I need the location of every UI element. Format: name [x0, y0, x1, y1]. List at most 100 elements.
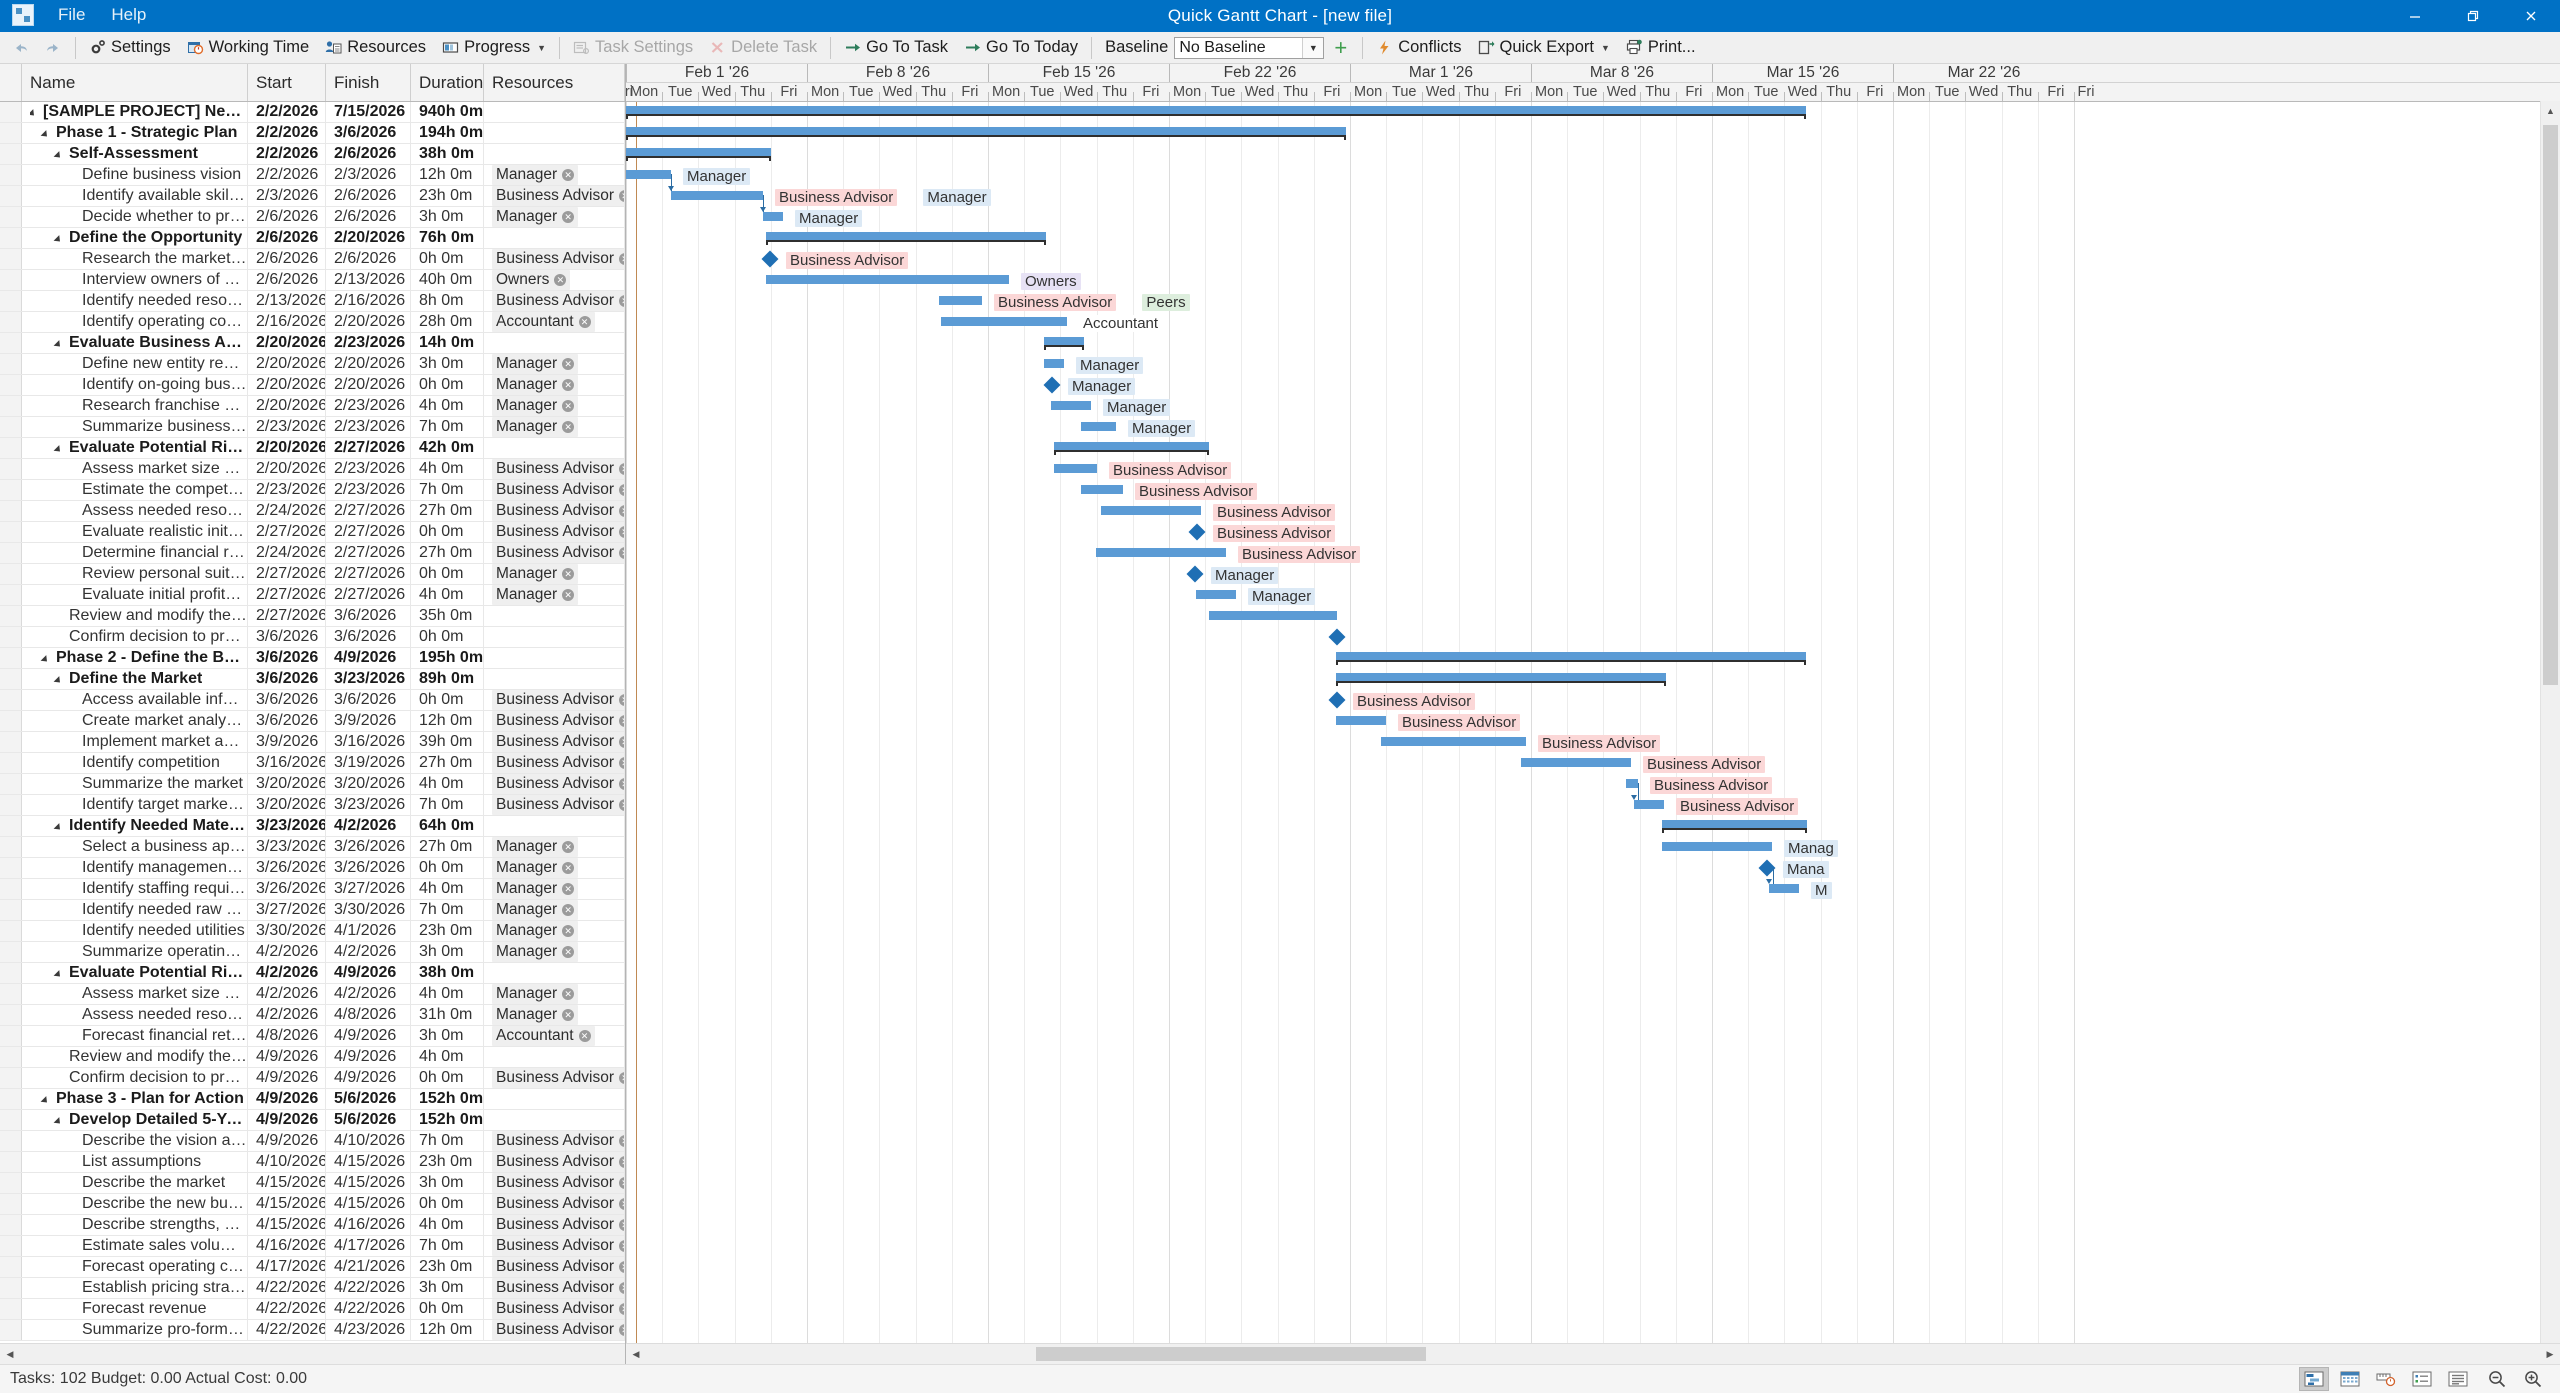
task-finish-cell[interactable]: 3/23/2026: [326, 795, 411, 815]
task-duration-cell[interactable]: 0h 0m: [411, 627, 484, 647]
task-resources-cell[interactable]: Business Advisor✕: [484, 480, 625, 500]
table-row[interactable]: Review and modify the busines... 4/9/2026…: [0, 1047, 625, 1068]
task-resources-cell[interactable]: Business Advisor✕: [484, 732, 625, 752]
row-select-cell[interactable]: [0, 1026, 22, 1046]
resource-chip[interactable]: Business Advisor✕: [492, 1236, 624, 1256]
row-select-cell[interactable]: [0, 1110, 22, 1130]
resource-chip[interactable]: Manager✕: [492, 984, 579, 1004]
summary-bar[interactable]: [1336, 652, 1806, 660]
scroll-left-button-chart[interactable]: ◀: [626, 1344, 646, 1364]
remove-resource-icon[interactable]: ✕: [562, 379, 575, 391]
report-view-button[interactable]: [2443, 1367, 2473, 1391]
task-start-cell[interactable]: 2/23/2026: [248, 417, 326, 437]
milestone-diamond[interactable]: [761, 250, 779, 268]
task-duration-cell[interactable]: 27h 0m: [411, 543, 484, 563]
summary-bar[interactable]: [1044, 337, 1084, 345]
task-finish-cell[interactable]: 2/23/2026: [326, 459, 411, 479]
row-select-cell[interactable]: [0, 1320, 22, 1340]
task-name-cell[interactable]: [SAMPLE PROJECT] New Business: [22, 102, 248, 122]
task-name-cell[interactable]: Define the Opportunity: [22, 228, 248, 248]
task-start-cell[interactable]: 2/23/2026: [248, 480, 326, 500]
summary-bar[interactable]: [626, 127, 1346, 135]
task-start-cell[interactable]: 2/2/2026: [248, 102, 326, 122]
table-row[interactable]: Summarize business approach2/23/20262/23…: [0, 417, 625, 438]
grid-header-name[interactable]: Name: [22, 64, 248, 101]
task-finish-cell[interactable]: 4/17/2026: [326, 1236, 411, 1256]
task-bar[interactable]: [1096, 548, 1226, 557]
task-duration-cell[interactable]: 28h 0m: [411, 312, 484, 332]
remove-resource-icon[interactable]: ✕: [562, 988, 575, 1000]
table-row[interactable]: Evaluate initial profitability2/27/20262…: [0, 585, 625, 606]
task-duration-cell[interactable]: 39h 0m: [411, 732, 484, 752]
task-finish-cell[interactable]: 4/9/2026: [326, 1047, 411, 1067]
task-bar[interactable]: [941, 317, 1067, 326]
task-resources-cell[interactable]: Manager✕: [484, 1005, 625, 1025]
task-resources-cell[interactable]: Accountant✕: [484, 1026, 625, 1046]
row-select-cell[interactable]: [0, 984, 22, 1004]
chart-vertical-scrollbar[interactable]: ▲ ▼: [2540, 101, 2560, 1364]
quick-export-button[interactable]: Quick Export ▼: [1470, 34, 1618, 61]
resource-chip[interactable]: Business Advisor✕: [492, 690, 624, 710]
task-duration-cell[interactable]: 27h 0m: [411, 753, 484, 773]
task-finish-cell[interactable]: 2/27/2026: [326, 501, 411, 521]
table-row[interactable]: Review personal suitability2/27/20262/27…: [0, 564, 625, 585]
remove-resource-icon[interactable]: ✕: [619, 736, 624, 748]
task-name-cell[interactable]: Summarize business approach: [22, 417, 248, 437]
task-resources-cell[interactable]: Business Advisor✕: [484, 543, 625, 563]
task-name-cell[interactable]: Develop Detailed 5-Year Busi...: [22, 1110, 248, 1130]
remove-resource-icon[interactable]: ✕: [619, 253, 624, 265]
task-name-cell[interactable]: Identify staffing requirements: [22, 879, 248, 899]
task-finish-cell[interactable]: 4/2/2026: [326, 942, 411, 962]
task-resources-cell[interactable]: Manager✕: [484, 921, 625, 941]
task-resources-cell[interactable]: Business Advisor✕: [484, 690, 625, 710]
task-name-cell[interactable]: Identify needed utilities: [22, 921, 248, 941]
resource-chip[interactable]: Business Advisor✕: [492, 1215, 624, 1235]
task-start-cell[interactable]: 4/2/2026: [248, 963, 326, 983]
task-start-cell[interactable]: 3/6/2026: [248, 669, 326, 689]
expand-collapse-icon[interactable]: [43, 129, 52, 138]
task-name-cell[interactable]: Summarize operating expens...: [22, 942, 248, 962]
task-name-cell[interactable]: Confirm decision to proceed: [22, 1068, 248, 1088]
task-resources-cell[interactable]: [484, 1047, 625, 1067]
task-resources-cell[interactable]: [484, 228, 625, 248]
task-start-cell[interactable]: 2/3/2026: [248, 186, 326, 206]
task-resources-cell[interactable]: Manager✕: [484, 858, 625, 878]
task-resources-cell[interactable]: Business Advisor✕: [484, 522, 625, 542]
task-name-cell[interactable]: Forecast financial returns: [22, 1026, 248, 1046]
expand-collapse-icon[interactable]: [56, 339, 65, 348]
row-select-cell[interactable]: [0, 1089, 22, 1109]
task-duration-cell[interactable]: 12h 0m: [411, 165, 484, 185]
task-name-cell[interactable]: Assess market size and stabil...: [22, 984, 248, 1004]
task-finish-cell[interactable]: 7/15/2026: [326, 102, 411, 122]
task-start-cell[interactable]: 4/9/2026: [248, 1089, 326, 1109]
row-select-cell[interactable]: [0, 753, 22, 773]
row-select-cell[interactable]: [0, 1152, 22, 1172]
task-resources-cell[interactable]: [484, 963, 625, 983]
task-name-cell[interactable]: Evaluate Potential Risks and...: [22, 438, 248, 458]
table-row[interactable]: Describe the vision and opp...4/9/20264/…: [0, 1131, 625, 1152]
table-row[interactable]: Confirm decision to proceed3/6/20263/6/2…: [0, 627, 625, 648]
task-duration-cell[interactable]: 940h 0m: [411, 102, 484, 122]
remove-resource-icon[interactable]: ✕: [619, 190, 624, 202]
resource-chip[interactable]: Business Advisor✕: [492, 522, 624, 542]
task-start-cell[interactable]: 4/9/2026: [248, 1068, 326, 1088]
resource-chip[interactable]: Business Advisor✕: [492, 543, 624, 563]
progress-button[interactable]: Progress ▼: [434, 34, 554, 61]
task-resources-cell[interactable]: Business Advisor✕: [484, 1131, 625, 1151]
task-duration-cell[interactable]: 23h 0m: [411, 921, 484, 941]
remove-resource-icon[interactable]: ✕: [619, 1198, 624, 1210]
remove-resource-icon[interactable]: ✕: [562, 925, 575, 937]
task-duration-cell[interactable]: 4h 0m: [411, 585, 484, 605]
task-finish-cell[interactable]: 4/2/2026: [326, 816, 411, 836]
table-row[interactable]: Identify operating cost elem...2/16/2026…: [0, 312, 625, 333]
row-select-cell[interactable]: [0, 795, 22, 815]
row-select-cell[interactable]: [0, 102, 22, 122]
task-name-cell[interactable]: Review and modify the busines...: [22, 1047, 248, 1067]
row-select-cell[interactable]: [0, 459, 22, 479]
task-finish-cell[interactable]: 2/27/2026: [326, 522, 411, 542]
task-name-cell[interactable]: List assumptions: [22, 1152, 248, 1172]
task-start-cell[interactable]: 4/2/2026: [248, 942, 326, 962]
